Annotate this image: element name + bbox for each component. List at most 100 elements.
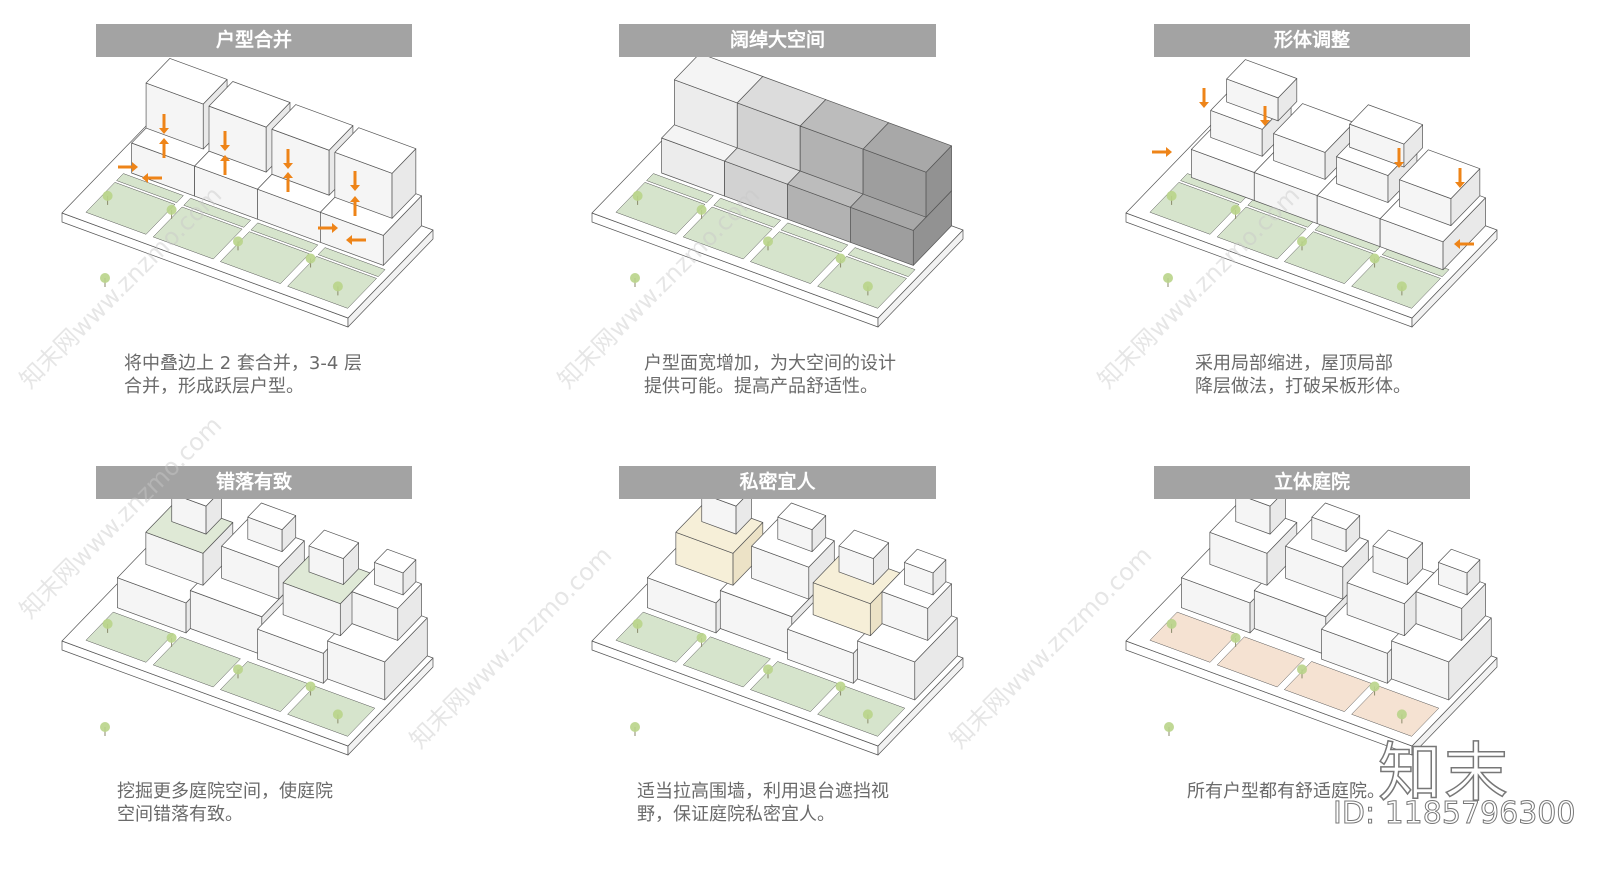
panel-title: 形体调整 bbox=[1154, 24, 1470, 57]
arrow-head-icon bbox=[1260, 120, 1270, 126]
panel-caption: 挖掘更多庭院空间，使庭院 空间错落有致。 bbox=[117, 781, 333, 825]
courtyard bbox=[287, 685, 376, 737]
panel-caption: 适当拉高围墙，利用退台遮挡视 野，保证庭院私密宜人。 bbox=[637, 781, 889, 825]
courtyard bbox=[1351, 256, 1441, 309]
courtyard bbox=[317, 247, 386, 277]
tree-icon bbox=[630, 273, 640, 283]
arrow-head-icon bbox=[220, 145, 230, 151]
panel-title: 阔绰大空间 bbox=[619, 24, 936, 57]
tree-icon bbox=[1166, 618, 1177, 629]
arrow-head-icon bbox=[132, 162, 138, 172]
arrow-head-icon bbox=[1199, 102, 1209, 108]
panel-caption: 户型面宽增加，为大空间的设计 提供可能。提高产品舒适性。 bbox=[644, 353, 896, 397]
tree-icon bbox=[332, 709, 343, 720]
tree-icon bbox=[1166, 190, 1177, 201]
tree-icon bbox=[763, 236, 773, 247]
courtyard bbox=[713, 197, 781, 228]
tree-icon bbox=[835, 253, 846, 264]
panel-title: 立体庭院 bbox=[1154, 466, 1470, 499]
tree-icon bbox=[630, 722, 640, 732]
arrow-head-icon bbox=[350, 196, 360, 202]
tree-icon bbox=[166, 632, 177, 643]
building-roof bbox=[838, 529, 889, 559]
courtyard bbox=[646, 173, 714, 203]
building-roof bbox=[1311, 502, 1361, 531]
building-roof bbox=[862, 122, 952, 173]
tree-icon bbox=[835, 681, 846, 692]
tree-icon bbox=[305, 681, 316, 692]
tree-icon bbox=[1230, 632, 1241, 643]
arrow-head-icon bbox=[1455, 182, 1465, 188]
panel-caption: 所有户型都有舒适庭院。 bbox=[1187, 781, 1385, 802]
courtyard bbox=[847, 247, 916, 277]
arrow-head-icon bbox=[142, 173, 148, 183]
courtyard bbox=[287, 256, 377, 309]
building-roof bbox=[271, 104, 354, 151]
arrow-head-icon bbox=[350, 185, 360, 191]
courtyard bbox=[1351, 685, 1440, 737]
arrow-head-icon bbox=[159, 138, 169, 144]
building-roof bbox=[374, 548, 417, 574]
building-roof bbox=[904, 548, 947, 574]
arrow-head-icon bbox=[1166, 147, 1172, 157]
arrow-head-icon bbox=[1394, 162, 1404, 168]
tree-icon bbox=[1230, 204, 1241, 215]
brand-logo: 知末 bbox=[1377, 736, 1510, 812]
building-roof bbox=[334, 127, 417, 174]
image-id: ID: 1185796300 bbox=[1332, 796, 1576, 832]
arrow-head-icon bbox=[283, 163, 293, 169]
courtyard bbox=[817, 256, 907, 309]
courtyard bbox=[152, 206, 243, 260]
panel-caption: 将中叠边上 2 套合并，3-4 层 合并，形成跃层户型。 bbox=[124, 353, 363, 397]
building-roof bbox=[1372, 529, 1423, 559]
panel-title: 私密宜人 bbox=[619, 466, 936, 499]
courtyard bbox=[817, 685, 906, 737]
courtyard bbox=[780, 222, 849, 253]
building-roof bbox=[208, 81, 291, 128]
tree-icon bbox=[102, 190, 113, 201]
courtyard bbox=[116, 173, 184, 203]
tree-icon bbox=[1369, 253, 1380, 264]
tree-icon bbox=[696, 204, 707, 215]
courtyard bbox=[1381, 247, 1450, 277]
building-roof bbox=[1226, 59, 1298, 99]
courtyard bbox=[250, 222, 319, 253]
tree-icon bbox=[1396, 281, 1407, 292]
tree-icon bbox=[332, 281, 343, 292]
panel-title: 错落有致 bbox=[96, 466, 412, 499]
building-roof bbox=[145, 58, 228, 105]
panel-title: 户型合并 bbox=[96, 24, 412, 57]
tree-icon bbox=[696, 632, 707, 643]
tree-icon bbox=[100, 722, 110, 732]
courtyard bbox=[183, 197, 251, 228]
tree-icon bbox=[102, 618, 113, 629]
tree-icon bbox=[233, 664, 243, 675]
building-roof bbox=[777, 502, 827, 531]
arrow-head-icon bbox=[346, 235, 352, 245]
tree-icon bbox=[632, 190, 643, 201]
tree-icon bbox=[233, 236, 243, 247]
arrow-head-icon bbox=[159, 128, 169, 134]
arrow-head-icon bbox=[283, 172, 293, 178]
tree-icon bbox=[100, 273, 110, 283]
tree-icon bbox=[1297, 236, 1307, 247]
tree-icon bbox=[632, 618, 643, 629]
tree-icon bbox=[862, 281, 873, 292]
tree-icon bbox=[1396, 709, 1407, 720]
building-roof bbox=[308, 529, 359, 559]
arrow-head-icon bbox=[220, 155, 230, 161]
tree-icon bbox=[305, 253, 316, 264]
tree-icon bbox=[1164, 722, 1174, 732]
building-roof bbox=[247, 502, 297, 531]
arrow-head-icon bbox=[1454, 239, 1460, 249]
courtyard bbox=[682, 206, 773, 260]
tree-icon bbox=[1369, 681, 1380, 692]
panel-caption: 采用局部缩进，屋顶局部 降层做法，打破呆板形体。 bbox=[1195, 353, 1411, 397]
building-roof bbox=[1438, 548, 1481, 574]
tree-icon bbox=[1297, 664, 1307, 675]
arrow-head-icon bbox=[332, 223, 338, 233]
tree-icon bbox=[763, 664, 773, 675]
tree-icon bbox=[166, 204, 177, 215]
building-roof bbox=[1349, 104, 1423, 145]
